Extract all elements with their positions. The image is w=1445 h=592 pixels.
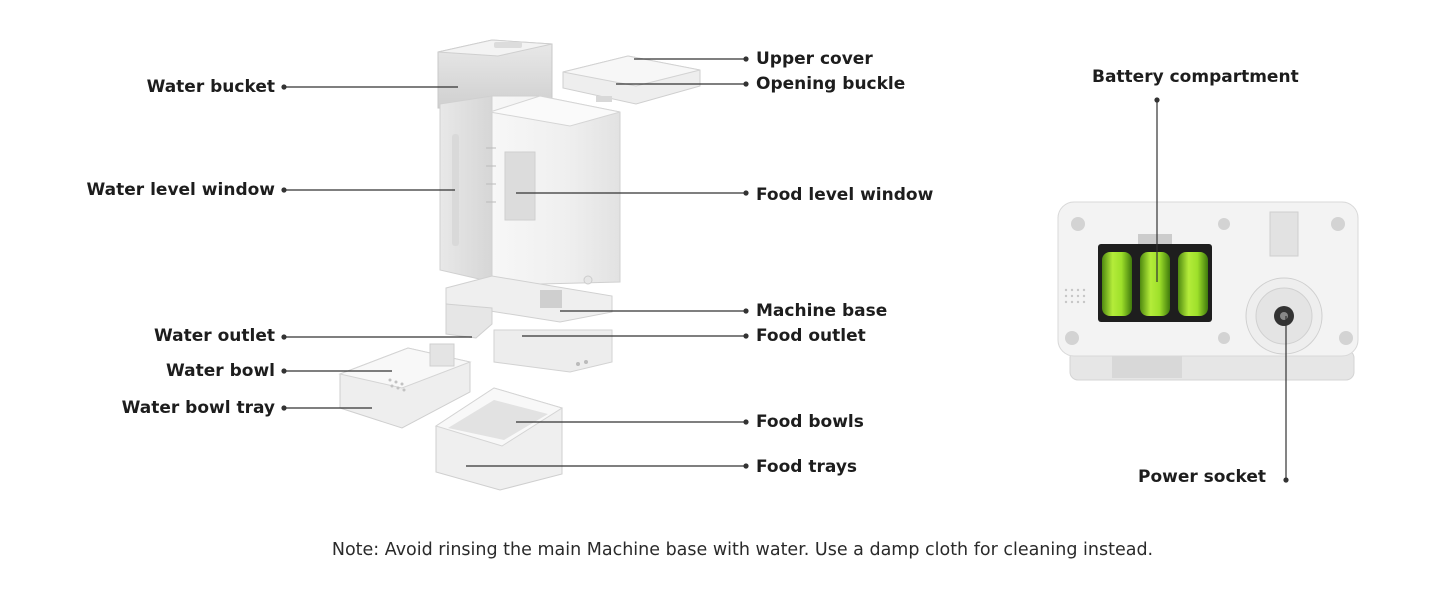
water-bowl-shape <box>338 343 472 429</box>
label-water-bowl: Water bowl <box>166 361 275 381</box>
label-machine-base: Machine base <box>756 301 888 321</box>
label-food-outlet: Food outlet <box>756 326 866 346</box>
water-bucket-shape <box>437 39 553 111</box>
feeder-exploded-view <box>338 39 701 491</box>
label-water-bucket: Water bucket <box>146 77 275 97</box>
speaker-grille <box>1064 288 1086 304</box>
label-food-bowls: Food bowls <box>756 412 864 432</box>
label-food-level-window: Food level window <box>756 185 934 205</box>
label-power-socket: Power socket <box>1138 467 1267 487</box>
upper-cover-shape <box>562 55 701 105</box>
battery-compartment-shape <box>1098 234 1212 322</box>
label-opening-buckle: Opening buckle <box>756 74 906 94</box>
power-socket-shape <box>1245 277 1323 355</box>
label-water-bowl-tray: Water bowl tray <box>121 398 275 418</box>
main-body-shape <box>439 95 621 285</box>
label-battery-compartment: Battery compartment <box>1092 67 1299 87</box>
food-bowl-shape <box>434 387 564 491</box>
dc-label-plate <box>1269 211 1299 257</box>
label-water-level-window: Water level window <box>86 180 275 200</box>
leader-lines <box>281 56 1289 483</box>
machine-base-shape <box>445 275 613 373</box>
label-upper-cover: Upper cover <box>756 49 873 69</box>
label-food-trays: Food trays <box>756 457 858 477</box>
cleaning-note: Note: Avoid rinsing the main Machine bas… <box>331 540 1154 560</box>
label-water-outlet: Water outlet <box>154 326 275 346</box>
feeder-bottom-view <box>1057 201 1359 381</box>
